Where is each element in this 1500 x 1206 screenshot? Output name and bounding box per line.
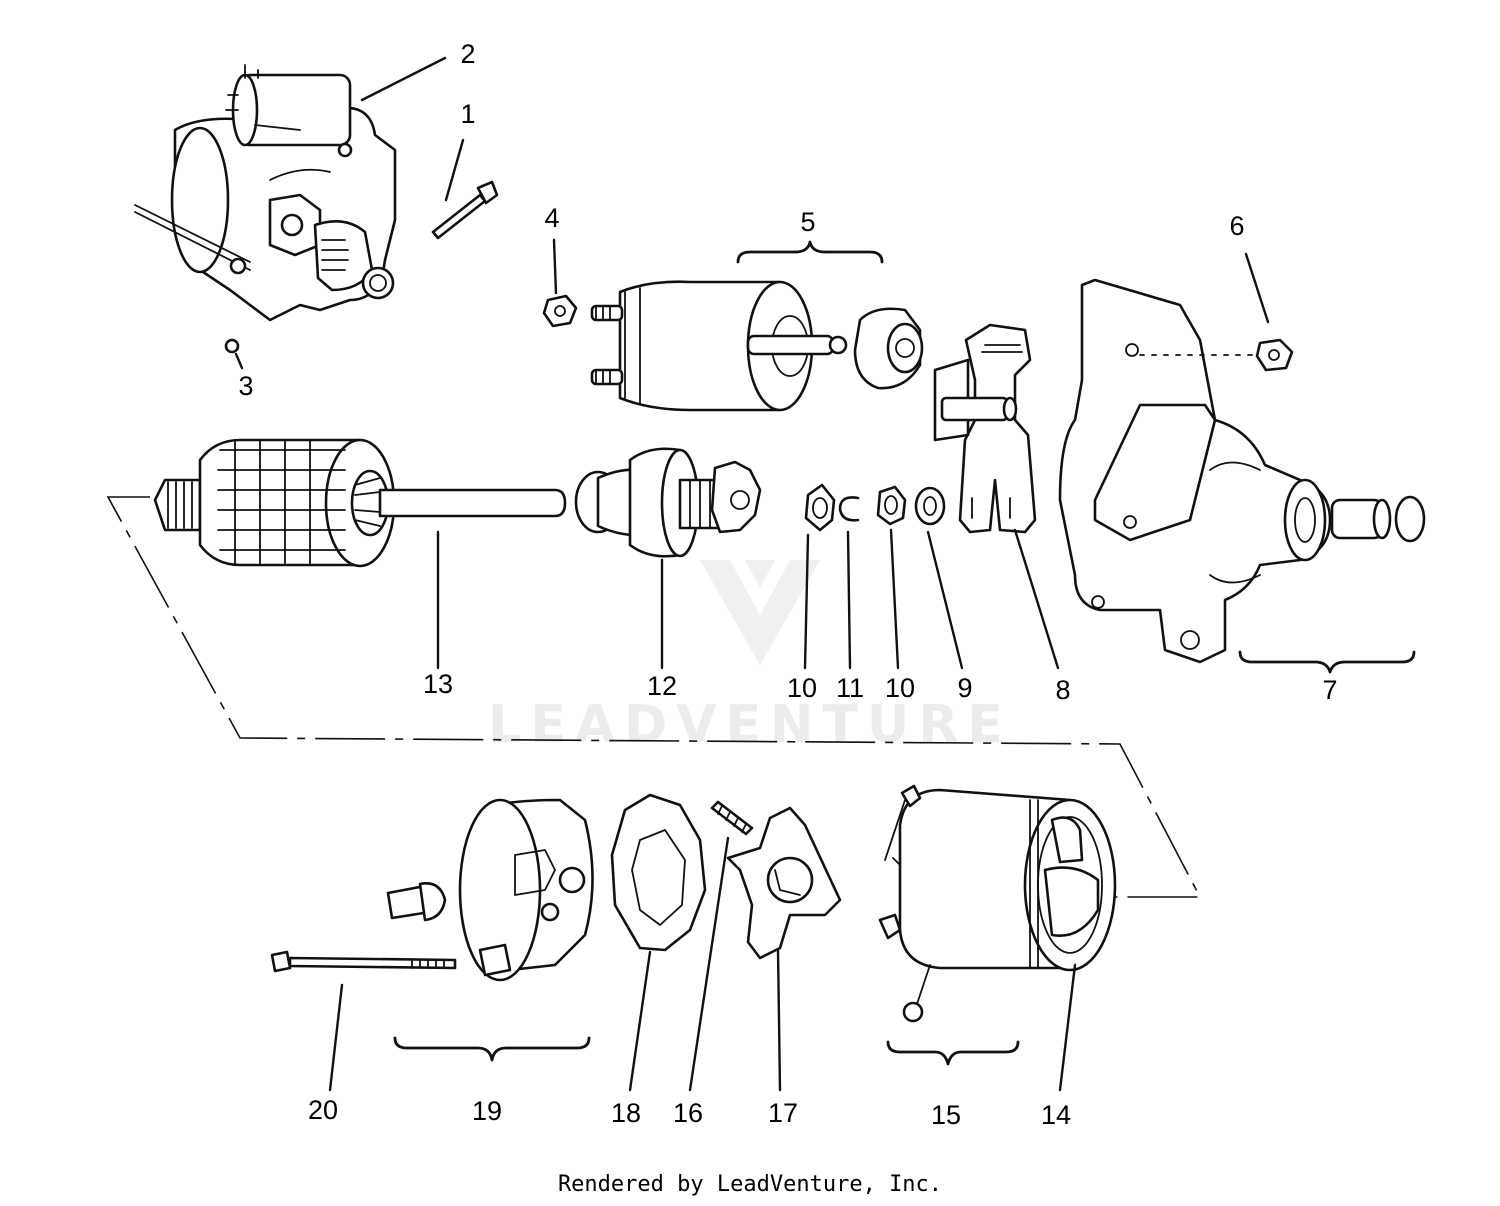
callout-19: 19	[472, 1096, 502, 1126]
brace-7	[1238, 650, 1416, 674]
callout-12: 12	[647, 671, 677, 701]
callout-5: 5	[800, 207, 815, 237]
leader-14	[1058, 963, 1077, 1092]
leader-4	[552, 238, 558, 295]
callout-4: 4	[544, 203, 559, 233]
part-10b-collar[interactable]	[876, 485, 907, 526]
callout-9: 9	[957, 673, 972, 703]
leader-17	[776, 948, 782, 1092]
part-13-armature[interactable]	[153, 438, 567, 568]
part-7-drive-housing[interactable]	[1058, 278, 1426, 664]
watermark-text: LEADVENTURE	[488, 695, 1012, 755]
leader-2	[360, 56, 447, 102]
callout-16: 16	[673, 1098, 703, 1128]
callout-13: 13	[423, 669, 453, 699]
part-6-nut[interactable]	[1255, 338, 1294, 372]
part-3-nut[interactable]	[224, 338, 240, 354]
alignment-dashed-line	[106, 496, 1202, 898]
brace-19	[393, 1036, 591, 1062]
leader-1	[444, 138, 465, 202]
leader-3	[234, 352, 244, 370]
part-9-washer[interactable]	[914, 486, 946, 526]
callout-2: 2	[460, 39, 475, 69]
part-10a-collar[interactable]	[804, 483, 836, 532]
leader-16	[688, 836, 730, 1092]
callout-1: 1	[460, 99, 475, 129]
footer-credit: Rendered by LeadVenture, Inc.	[557, 1172, 943, 1197]
callout-18: 18	[611, 1098, 641, 1128]
part-18-plate[interactable]	[610, 793, 707, 952]
part-8-shift-lever[interactable]	[933, 323, 1037, 534]
callout-17: 17	[768, 1098, 798, 1128]
callout-11: 11	[836, 673, 864, 703]
callout-8: 8	[1055, 675, 1070, 705]
callout-14: 14	[1041, 1100, 1071, 1130]
leader-20	[328, 983, 344, 1092]
callout-10b: 10	[885, 673, 915, 703]
part-5-solenoid[interactable]	[590, 280, 924, 412]
callout-20: 20	[308, 1095, 338, 1125]
brace-15	[886, 1040, 1020, 1066]
part-17-brush-holder[interactable]	[726, 806, 842, 960]
leader-6	[1244, 252, 1270, 324]
callout-10a: 10	[787, 673, 817, 703]
callout-7: 7	[1322, 675, 1337, 705]
callout-6: 6	[1229, 211, 1244, 241]
part-1-bolt[interactable]	[431, 180, 499, 240]
part-4-nut[interactable]	[542, 294, 578, 328]
part-11-snap-ring[interactable]	[838, 496, 860, 522]
watermark-logo	[700, 560, 820, 665]
leader-11	[846, 530, 852, 670]
leader-10b	[889, 528, 900, 670]
part-2-starter-assembly[interactable]	[134, 64, 397, 322]
part-12-clutch[interactable]	[574, 447, 762, 558]
part-19-end-cover[interactable]	[386, 798, 594, 982]
callout-labels: 1 2 3 4 5 6 7 8 9 10 11 10 12 13 14 15 1…	[238, 39, 1337, 1130]
brace-5	[736, 240, 884, 264]
part-16-spring[interactable]	[710, 800, 754, 836]
leader-8	[1013, 528, 1060, 670]
watermark: LEADVENTURE	[488, 560, 1012, 755]
part-14-15-yoke[interactable]	[878, 784, 1117, 1023]
part-20-bolt[interactable]	[270, 950, 457, 973]
leader-9	[926, 530, 964, 670]
leader-18	[628, 950, 652, 1092]
callout-3: 3	[238, 371, 253, 401]
leader-10a	[803, 533, 810, 670]
callout-15: 15	[931, 1100, 961, 1130]
